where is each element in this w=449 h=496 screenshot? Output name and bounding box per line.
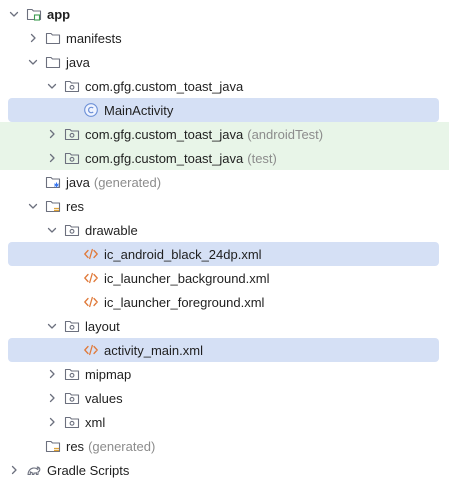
package-icon: [64, 414, 80, 430]
tree-node-drawable[interactable]: drawable: [0, 218, 449, 242]
tree-node-gradle-scripts[interactable]: Gradle Scripts: [0, 458, 449, 482]
tree-node-java-generated[interactable]: java(generated): [0, 170, 449, 194]
chevron-right-icon[interactable]: [44, 414, 60, 430]
generated-folder-icon: [45, 174, 61, 190]
class-icon: [83, 102, 99, 118]
tree-node-layout[interactable]: layout: [0, 314, 449, 338]
tree-node-res-generated[interactable]: res(generated): [0, 434, 449, 458]
chevron-down-icon[interactable]: [6, 6, 22, 22]
chevron-right-icon[interactable]: [44, 366, 60, 382]
folder-icon: [45, 30, 61, 46]
tree-node-label: layout: [85, 318, 120, 334]
tree-node-label: java: [66, 174, 90, 190]
tree-node-ic-android-black-24dp-xml[interactable]: ic_android_black_24dp.xml: [0, 242, 449, 266]
chevron-down-icon[interactable]: [25, 198, 41, 214]
chevron-down-icon[interactable]: [44, 222, 60, 238]
tree-node-app[interactable]: app: [0, 2, 449, 26]
xml-file-icon: [83, 342, 99, 358]
tree-node-label: com.gfg.custom_toast_java: [85, 78, 244, 94]
tree-node-label: com.gfg.custom_toast_java: [85, 150, 244, 166]
chevron-right-icon[interactable]: [44, 150, 60, 166]
chevron-right-icon[interactable]: [25, 30, 41, 46]
tree-node-label: Gradle Scripts: [47, 462, 130, 478]
package-icon: [64, 150, 80, 166]
tree-node-label: MainActivity: [104, 102, 174, 118]
chevron-down-icon[interactable]: [44, 78, 60, 94]
tree-node-suffix: (test): [247, 150, 277, 166]
tree-node-manifests[interactable]: manifests: [0, 26, 449, 50]
package-icon: [64, 126, 80, 142]
tree-node-suffix: (generated): [88, 438, 156, 454]
chevron-right-icon[interactable]: [44, 126, 60, 142]
xml-file-icon: [83, 246, 99, 262]
tree-node-label: values: [85, 390, 123, 406]
tree-node-label: ic_launcher_background.xml: [104, 270, 270, 286]
chevron-down-icon[interactable]: [25, 54, 41, 70]
tree-node-label: mipmap: [85, 366, 132, 382]
chevron-right-icon[interactable]: [44, 390, 60, 406]
tree-node-com-gfg-custom-toast-java-androidtest[interactable]: com.gfg.custom_toast_java(androidTest): [0, 122, 449, 146]
tree-node-label: activity_main.xml: [104, 342, 203, 358]
tree-node-ic-launcher-background-xml[interactable]: ic_launcher_background.xml: [0, 266, 449, 290]
tree-node-label: res: [66, 198, 85, 214]
module-folder-icon: [26, 6, 42, 22]
tree-node-suffix: (androidTest): [247, 126, 324, 142]
chevron-down-icon[interactable]: [44, 318, 60, 334]
tree-node-label: xml: [85, 414, 106, 430]
tree-node-values[interactable]: values: [0, 386, 449, 410]
tree-node-xml[interactable]: xml: [0, 410, 449, 434]
tree-node-res[interactable]: res: [0, 194, 449, 218]
xml-file-icon: [83, 270, 99, 286]
gradle-icon: [26, 462, 42, 478]
chevron-right-icon[interactable]: [6, 462, 22, 478]
tree-node-suffix: (generated): [93, 174, 162, 190]
tree-node-label: ic_android_black_24dp.xml: [104, 246, 262, 262]
package-icon: [64, 318, 80, 334]
package-icon: [64, 366, 80, 382]
res-folder-icon: [45, 438, 61, 454]
xml-file-icon: [83, 294, 99, 310]
tree-node-java[interactable]: java: [0, 50, 449, 74]
tree-node-label: com.gfg.custom_toast_java: [85, 126, 244, 142]
tree-node-label: ic_launcher_foreground.xml: [104, 294, 265, 310]
tree-node-label: drawable: [85, 222, 138, 238]
tree-node-label: java: [66, 54, 90, 70]
package-icon: [64, 222, 80, 238]
res-folder-icon: [45, 198, 61, 214]
tree-node-label: app: [47, 6, 71, 22]
package-icon: [64, 390, 80, 406]
tree-node-com-gfg-custom-toast-java[interactable]: com.gfg.custom_toast_java: [0, 74, 449, 98]
tree-node-label: manifests: [66, 30, 122, 46]
tree-node-com-gfg-custom-toast-java-test[interactable]: com.gfg.custom_toast_java(test): [0, 146, 449, 170]
tree-node-label: res: [66, 438, 85, 454]
tree-node-mipmap[interactable]: mipmap: [0, 362, 449, 386]
package-icon: [64, 78, 80, 94]
folder-icon: [45, 54, 61, 70]
tree-node-activity-main-xml[interactable]: activity_main.xml: [0, 338, 449, 362]
tree-node-mainactivity[interactable]: MainActivity: [0, 98, 449, 122]
tree-node-ic-launcher-foreground-xml[interactable]: ic_launcher_foreground.xml: [0, 290, 449, 314]
